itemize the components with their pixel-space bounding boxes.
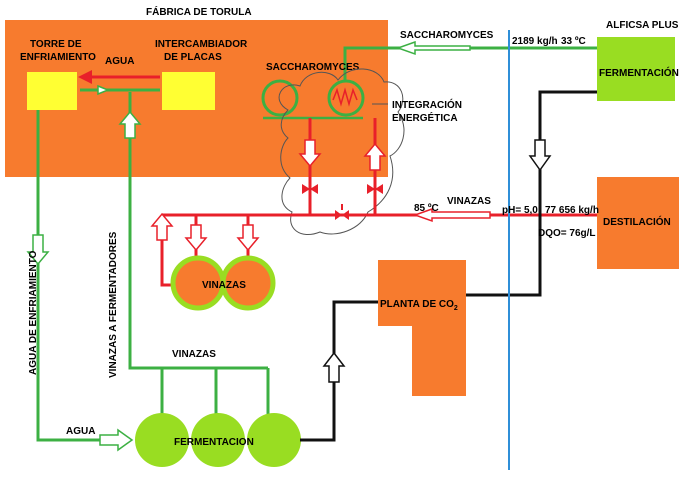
hot-up-arrow [363,142,387,171]
temp-85-label: 85 ºC [414,203,439,214]
vinazas-up-arrow [150,212,174,241]
fermentation-tanks-label: FERMENTACION [174,437,254,448]
hot-down-arrow [298,139,322,168]
vinazas-to-fermenters-arrow [118,110,142,139]
saccharomyces-top-label: SACCHAROMYCES [400,30,494,41]
vinazas-flow-label: 77 656 kg/h [545,205,599,216]
vinazas-to-fermenters-line [128,92,268,370]
fermentation-down-arrow [528,139,552,172]
water-to-fermentation-arrow [99,428,134,452]
distillation-block [597,177,679,269]
alficsa-fermentation [597,37,675,101]
cooling-tower-label-2: ENFRIAMIENTO [20,52,96,63]
cooling-tower-label-1: TORRE DE [30,39,82,50]
saccharomyces-exchanger-left [261,79,299,117]
water-bottom-label: AGUA [66,426,95,437]
factory-title: FÁBRICA DE TORULA [146,5,252,18]
fermentation-tank-1 [135,413,189,467]
alficsa-co2-line [466,90,597,297]
integration-label-1: INTEGRACIÓN [392,98,462,111]
fermentation-tank-3 [247,413,301,467]
cooling-water-arrow [26,234,50,266]
plate-exchanger-label-1: INTERCAMBIADOR [155,39,248,50]
co2-plant-label: PLANTA DE CO2 [380,299,458,312]
alficsa-label: ALFICSA PLUS [606,20,679,31]
fermentation-tank-2 [191,413,245,467]
vinazas-tank-right [220,255,276,311]
alficsa-fermentation-label: FERMENTACIÓN [599,66,679,79]
vinazas-line-label: VINAZAS [447,196,491,207]
vinazas-header-label: VINAZAS [172,349,216,360]
water-label-top: AGUA [105,56,134,67]
vinazas-to-fermenters-label: VINAZAS A FERMENTADORES [108,231,119,378]
ph-label: pH= 5,0 [502,205,538,216]
saccharomyces-feed-line [343,46,597,80]
co2-up-arrow [322,351,346,383]
exchanger-coil-icon [332,87,358,107]
water-return-arrowhead [78,70,92,84]
integration-label-2: ENERGÉTICA [392,111,458,124]
plate-exchanger [162,72,215,110]
energy-integration-cloud [278,68,405,235]
plate-exchanger-label-2: DE PLACAS [164,52,222,63]
saccharomyces-feed-arrow [395,40,471,56]
valve-right-icon [367,184,383,194]
vinazas-tank-arrow-right [236,224,260,252]
vinazas-tank-arrow-left [184,224,208,252]
cooling-tower [27,72,77,110]
water-supply-arrowhead [97,84,111,96]
valve-left-icon [302,184,318,194]
saccharomyces-inner-label: SACCHAROMYCES [266,62,360,73]
vinazas-tanks-label: VINAZAS [202,280,246,291]
temp-top-label: 33 ºC [561,36,586,47]
dqo-label: DQO= 76g/L [538,228,596,239]
cooling-water-vertical-label: AGUA DE ENFRIAMIENTO [28,250,39,375]
vinazas-main-arrow [412,207,491,223]
co2-plant [378,260,466,396]
distillation-label: DESTILACIÓN [603,215,671,228]
flow-rate-label: 2189 kg/h [512,36,558,47]
